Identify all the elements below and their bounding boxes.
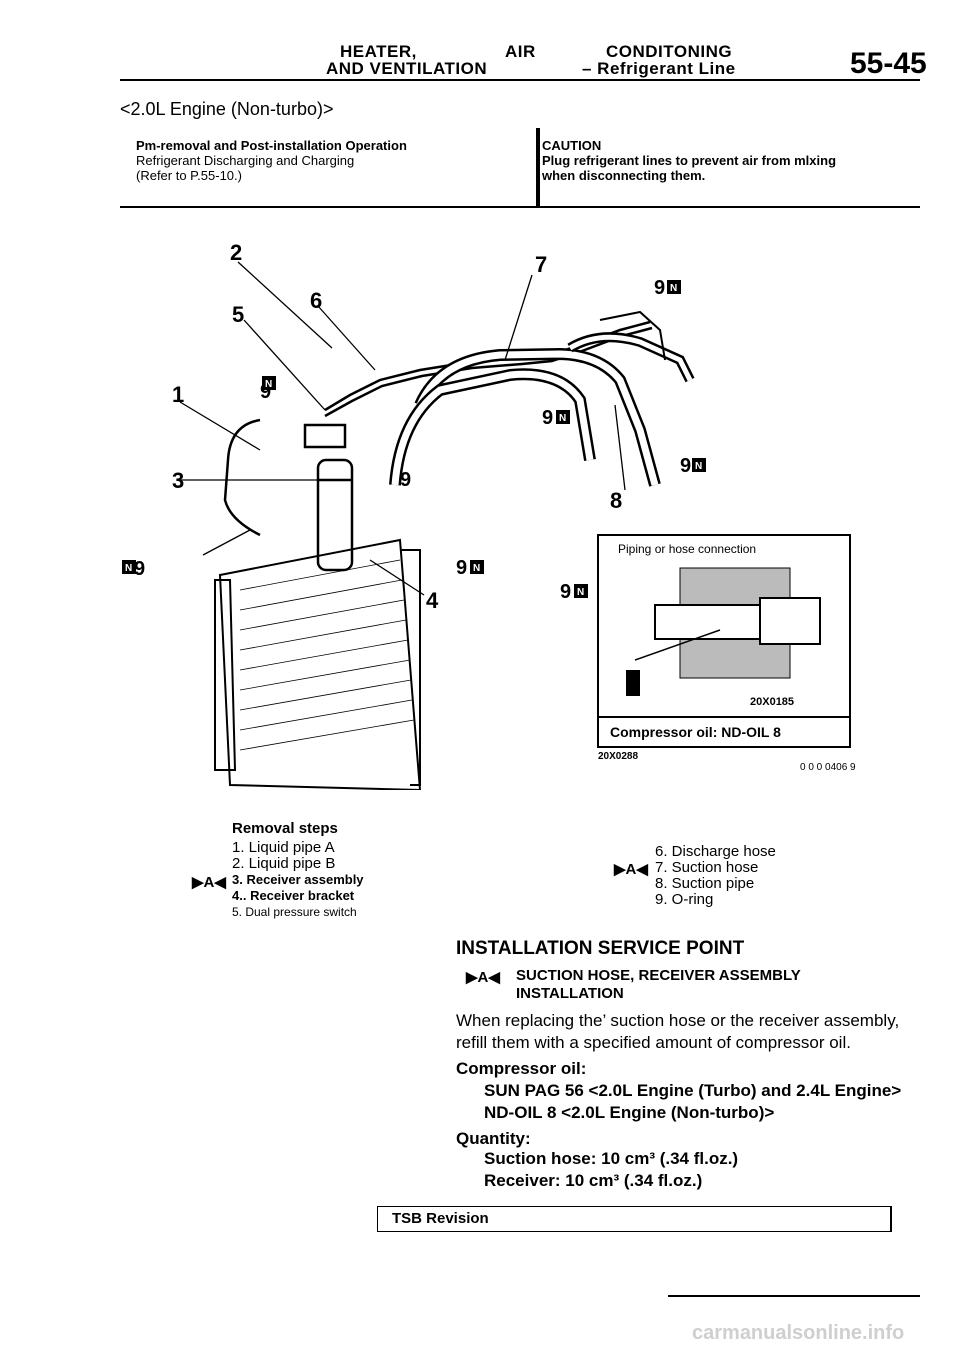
n-badge-letter: N [125, 563, 132, 574]
tsb-revision: TSB Revision [392, 1210, 489, 1227]
step-9: 9. O-ring [655, 891, 714, 908]
n-badge-letter: N [577, 587, 584, 598]
n-badge-letter: N [670, 283, 677, 294]
n-badge-icon [262, 376, 276, 390]
caution-title: CAUTION [542, 138, 602, 153]
removal-steps-right: 6. Discharge hose 7. Suction hose 8. Suc… [655, 844, 776, 908]
figure-code: 0 0 0 0406 9 [800, 762, 856, 773]
caution-box: CAUTION Plug refrigerant lines to preven… [536, 128, 920, 208]
callout-6: 6 [310, 288, 322, 313]
callout-3: 3 [172, 468, 184, 493]
step-7: 7. Suction hose [655, 859, 759, 876]
oil-line2: ND-OIL 8 <2.0L Engine (Non-turbo)> [484, 1103, 775, 1122]
callout-9-left: 9 [134, 558, 145, 580]
installation-para-line2: refill them with a specified amount of c… [456, 1033, 851, 1052]
n-badge-icon [667, 280, 681, 294]
step-2: 2. Liquid pipe B [232, 855, 336, 872]
section-title: <2.0L Engine (Non-turbo)> [120, 99, 334, 119]
step-1: 1. Liquid pipe A [232, 839, 335, 856]
inset-code: 20X0185 [750, 696, 794, 708]
watermark: carmanualsonline.info [692, 1322, 905, 1344]
header-air: AIR [505, 42, 536, 61]
removal-steps-title: Removal steps [232, 820, 338, 837]
step-3-marker: ▶A◀ [192, 874, 226, 891]
callout-2: 2 [230, 240, 242, 265]
step-4: 4.. Receiver bracket [232, 888, 355, 903]
header-heater: HEATER, [340, 42, 417, 61]
callout-9-lower: 9 [560, 581, 571, 603]
step-7-marker: ▶A◀ [614, 861, 648, 878]
step-6: 6. Discharge hose [655, 843, 776, 860]
callout-8: 8 [610, 488, 622, 513]
step-3: 3. Receiver assembly [232, 872, 364, 887]
oil-code: 20X0288 [598, 751, 638, 762]
tsb-box-end [890, 1206, 892, 1232]
receiver-assembly [316, 458, 354, 572]
n-badge-icon [470, 560, 484, 574]
pre-removal-title: Pm-removal and Post-installation Operati… [136, 138, 407, 153]
callout-9-receiver: 9 [260, 381, 271, 403]
removal-steps-left: 1. Liquid pipe A 2. Liquid pipe B 3. Rec… [232, 840, 364, 920]
oil-bottle-icon [626, 670, 640, 696]
tsb-revision-box: TSB Revision [377, 1206, 892, 1232]
quantity-line2: Receiver: 10 cm³ (.34 fl.oz.) [484, 1171, 703, 1190]
installation-para-line1: When replacing the’ suction hose or the … [456, 1011, 900, 1030]
n-badge-letter: N [265, 379, 272, 390]
quantity-spec: Suction hose: 10 cm³ (.34 fl.oz.) Receiv… [484, 1148, 738, 1192]
header-rule [120, 79, 920, 81]
callout-9-right: 9 [680, 455, 691, 477]
installation-paragraph: When replacing the’ suction hose or the … [456, 1010, 899, 1054]
page-number: 55-45 [850, 47, 927, 80]
pre-removal-line1: Refrigerant Discharging and Charging [136, 153, 355, 168]
callout-7: 7 [535, 252, 547, 277]
header-conditioning: CONDITONING [606, 42, 733, 61]
piping-inset: Piping or hose connection 20X0185 Compre… [597, 534, 851, 762]
installation-heading: INSTALLATION SERVICE POINT [456, 938, 745, 959]
liquid-pipe-a [223, 418, 261, 537]
installation-sub-line1: SUCTION HOSE, RECEIVER ASSEMBLY [516, 967, 801, 984]
oil-title: Compressor oil: [456, 1059, 587, 1078]
quantity-line1: Suction hose: 10 cm³ (.34 fl.oz.) [484, 1149, 739, 1168]
n-badge-letter: N [695, 461, 702, 472]
installation-subheading: SUCTION HOSE, RECEIVER ASSEMBLY INSTALLA… [516, 967, 801, 1003]
oil-spec: SUN PAG 56 <2.0L Engine (Turbo) and 2.4L… [484, 1080, 901, 1124]
n-badge-letter: N [559, 413, 566, 424]
callout-4: 4 [426, 588, 439, 613]
n-badge-icon [574, 584, 588, 598]
callout-9-top-right: 9 [654, 277, 665, 299]
callout-9-mid: 9 [542, 407, 553, 429]
installation-marker: ▶A◀ [466, 969, 500, 986]
pre-removal-box: Pm-removal and Post-installation Operati… [120, 128, 540, 208]
n-badge-letter: N [473, 563, 480, 574]
oil-label: Compressor oil: ND-OIL 8 [610, 724, 781, 740]
condenser [218, 538, 422, 790]
header-ventilation: AND VENTILATION [326, 59, 488, 78]
caution-line1: Plug refrigerant lines to prevent air fr… [542, 153, 837, 168]
caution-line2: when disconnecting them. [542, 168, 706, 183]
installation-sub-line2: INSTALLATION [516, 985, 624, 1002]
callout-9-extra: 9 [400, 469, 411, 491]
n-badge-icon [122, 560, 136, 574]
n-badge-icon [556, 410, 570, 424]
oil-line1: SUN PAG 56 <2.0L Engine (Turbo) and 2.4L… [484, 1081, 902, 1100]
callout-9-center: 9 [456, 557, 467, 579]
step-5: 5. Dual pressure switch [232, 905, 357, 919]
quantity-title: Quantity: [456, 1129, 531, 1148]
n-badge-icon [692, 458, 706, 472]
footer-rule [668, 1295, 920, 1297]
step-8: 8. Suction pipe [655, 875, 755, 892]
callout-5: 5 [232, 302, 244, 327]
pre-removal-line2: (Refer to P.55-10.) [136, 168, 242, 183]
inset-title: Piping or hose connection [618, 542, 756, 556]
callout-1: 1 [172, 382, 184, 407]
header-refrigerant-line: – Refrigerant Line [582, 59, 736, 78]
